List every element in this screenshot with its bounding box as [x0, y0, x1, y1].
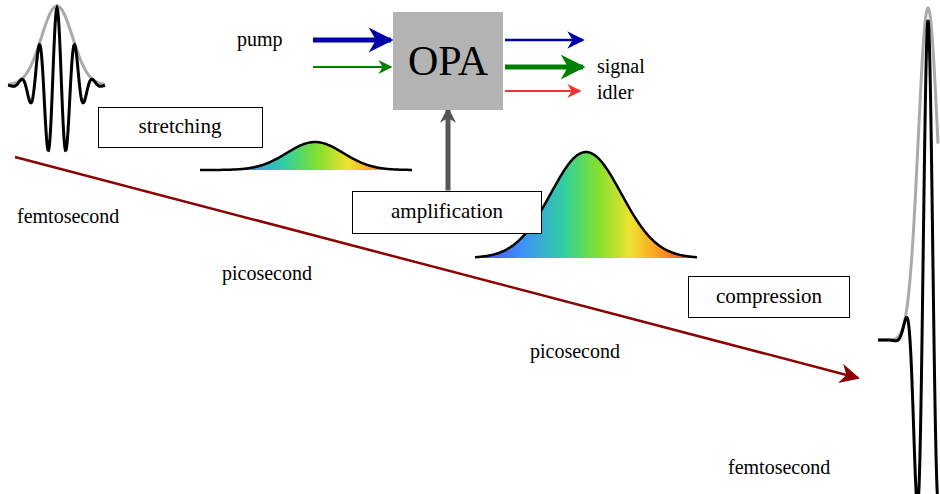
- signal-input-beam: [313, 66, 391, 68]
- flow-arrow: [446, 110, 451, 191]
- opa-box: OPA: [393, 12, 503, 110]
- timescale-label: femtosecond: [728, 456, 830, 478]
- time-axis-arrow: [15, 157, 858, 378]
- node-text: compression: [716, 285, 822, 308]
- input-pulse-field: [8, 8, 105, 150]
- signal-output-beam: [505, 65, 583, 70]
- process-box: stretching: [98, 107, 263, 148]
- pump-output-beam: [505, 39, 583, 42]
- beam-label: pump: [237, 28, 283, 50]
- timescale-label: femtosecond: [17, 205, 119, 227]
- node-text: OPA: [408, 38, 488, 84]
- beam-label: idler: [597, 81, 634, 103]
- node-text: amplification: [391, 200, 503, 223]
- timescale-label: picosecond: [222, 262, 312, 284]
- process-box: amplification: [352, 191, 542, 234]
- idler-output-beam: [505, 90, 580, 92]
- process-box: compression: [688, 276, 850, 318]
- beam-label: signal: [597, 55, 645, 77]
- timescale-label: picosecond: [530, 340, 620, 362]
- node-text: stretching: [139, 115, 222, 138]
- output-pulse-field: [878, 20, 938, 494]
- pump-input-beam: [313, 38, 391, 43]
